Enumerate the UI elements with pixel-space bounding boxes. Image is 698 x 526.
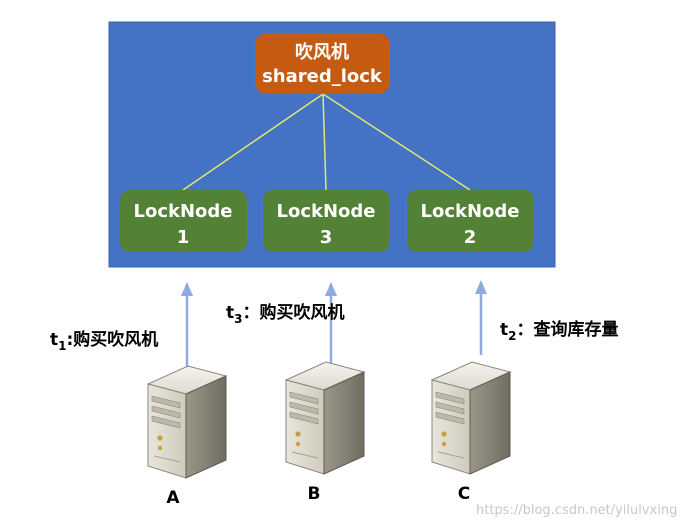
connector-to-node-2 [322, 93, 471, 191]
lock-node-2: LockNode 2 [407, 190, 534, 252]
lock-node-1: LockNode 1 [120, 190, 247, 252]
lock-node-title: LockNode [277, 201, 376, 222]
request-label-c: t2：查询库存量 [500, 319, 619, 343]
shared-lock-name: 吹风机 [295, 41, 349, 63]
arrow-c [475, 280, 487, 355]
server-icon [285, 361, 365, 475]
shared-lock-box: 吹风机 shared_lock [255, 33, 390, 94]
server-c [431, 361, 511, 475]
lock-node-title: LockNode [134, 201, 233, 222]
server-a [147, 365, 227, 479]
server-icon [431, 361, 511, 475]
server-icon [147, 365, 227, 479]
shared-lock-id: shared_lock [262, 66, 383, 87]
lock-node-number: 2 [464, 227, 477, 248]
arrow-a [181, 282, 193, 372]
connector-lines [182, 93, 471, 191]
lock-node-number: 1 [177, 227, 190, 248]
server-b [285, 361, 365, 475]
server-label-c: C [458, 484, 470, 504]
server-label-a: A [166, 488, 180, 508]
lock-node-title: LockNode [421, 201, 520, 222]
arrow-b [325, 282, 337, 372]
watermark: https://blog.csdn.net/yilulvxing [476, 503, 677, 518]
server-label-b: B [308, 484, 321, 504]
connector-to-node-1 [182, 93, 324, 191]
lock-node-number: 3 [320, 227, 333, 248]
connector-to-node-3 [322, 93, 327, 191]
lock-node-3: LockNode 3 [263, 190, 390, 252]
request-label-a: t1:购买吹风机 [50, 329, 158, 353]
request-label-b: t3：购买吹风机 [226, 302, 345, 326]
